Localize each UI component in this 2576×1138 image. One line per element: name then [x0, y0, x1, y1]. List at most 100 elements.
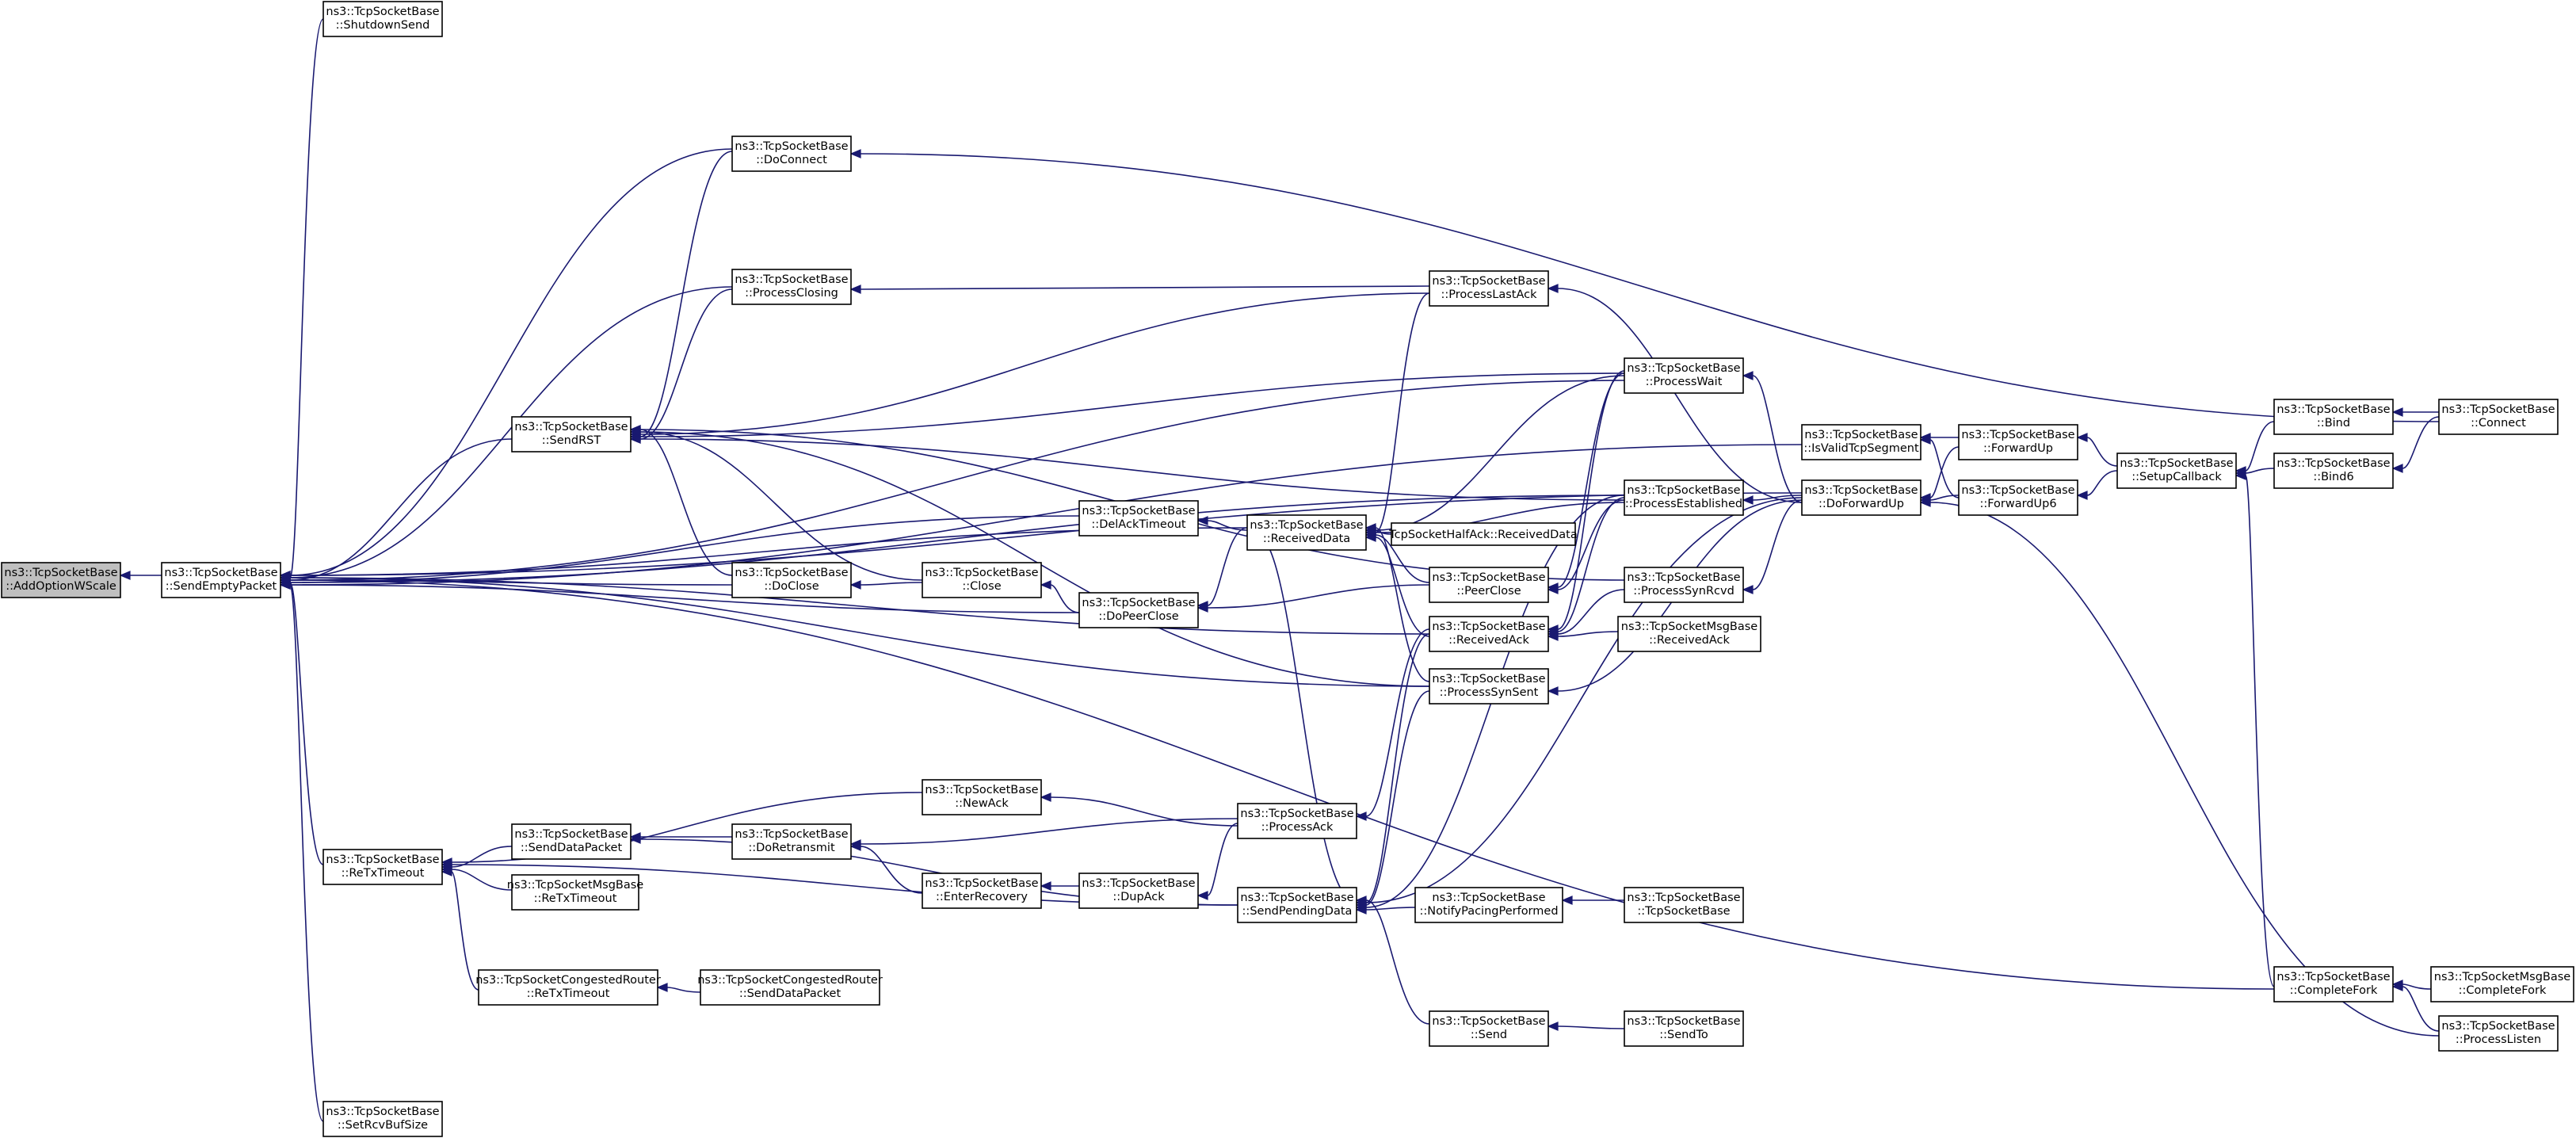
node-peer-close[interactable]: ns3::TcpSocketBase::PeerClose [1429, 567, 1549, 603]
node-label-line: ::ForwardUp [1983, 442, 2053, 455]
node-box [2116, 453, 2237, 489]
edge-close-to-do-close [849, 580, 923, 590]
node-label-line: ::DupAck [1112, 891, 1165, 903]
arrowhead-icon [1547, 284, 1559, 293]
edge-line [1557, 370, 1625, 630]
node-msg-received-ack[interactable]: ns3::TcpSocketMsgBase::ReceivedAck [1617, 616, 1761, 652]
node-complete-fork[interactable]: ns3::TcpSocketBase::CompleteFork [2273, 966, 2394, 1002]
node-do-close[interactable]: ns3::TcpSocketBase::DoClose [731, 562, 852, 598]
node-enter-recovery[interactable]: ns3::TcpSocketBase::EnterRecovery [922, 873, 1042, 909]
node-label-line: ns3::TcpSocketBase [925, 877, 1038, 890]
call-edges [119, 18, 2440, 1122]
node-process-closing[interactable]: ns3::TcpSocketBase::ProcessClosing [731, 269, 852, 305]
node-setup-callback[interactable]: ns3::TcpSocketBase::SetupCallback [2116, 453, 2237, 489]
edge-line [289, 515, 1080, 583]
node-add-option-w-scale[interactable]: ns3::TcpSocketBase::AddOptionWScale [1, 562, 121, 598]
node-re-tx-timeout[interactable]: ns3::TcpSocketBase::ReTxTimeout [322, 849, 443, 885]
arrowhead-icon [629, 434, 641, 444]
edge-line [2245, 468, 2275, 474]
edge-line [289, 584, 324, 1122]
node-box [1624, 357, 1744, 394]
node-process-established[interactable]: ns3::TcpSocketBase::ProcessEstablished [1624, 479, 1744, 516]
edge-line [1207, 823, 1238, 896]
edge-line [2402, 986, 2440, 1032]
node-shutdown-send[interactable]: ns3::TcpSocketBase::ShutdownSend [322, 1, 443, 37]
node-bind[interactable]: ns3::TcpSocketBase::Bind [2273, 399, 2394, 435]
node-box [2438, 399, 2559, 435]
node-received-data[interactable]: ns3::TcpSocketBase::ReceivedData [1246, 514, 1367, 551]
node-bind6[interactable]: ns3::TcpSocketBase::Bind6 [2273, 453, 2394, 489]
node-dup-ack[interactable]: ns3::TcpSocketBase::DupAck [1078, 873, 1199, 909]
node-send-empty-packet[interactable]: ns3::TcpSocketBase::SendEmptyPacket [161, 562, 281, 598]
edge-do-forward-up-to-send-pending-data [1355, 497, 1803, 907]
node-process-last-ack[interactable]: ns3::TcpSocketBase::ProcessLastAck [1429, 270, 1549, 307]
node-do-peer-close[interactable]: ns3::TcpSocketBase::DoPeerClose [1078, 592, 1199, 628]
node-is-valid-tcp-segment[interactable]: ns3::TcpSocketBase::IsValidTcpSegment [1801, 424, 1922, 460]
node-send-pending-data[interactable]: ns3::TcpSocketBase::SendPendingData [1237, 887, 1357, 923]
node-label-line: ns3::TcpSocketBase [735, 828, 848, 841]
node-process-ack[interactable]: ns3::TcpSocketBase::ProcessAck [1237, 803, 1357, 839]
node-do-connect[interactable]: ns3::TcpSocketBase::DoConnect [731, 136, 852, 172]
edge-line [1365, 690, 1430, 906]
node-msg-complete-fork[interactable]: ns3::TcpSocketMsgBase::CompleteFork [2430, 966, 2574, 1002]
node-label-line: ns3::TcpSocketBase [1804, 429, 1918, 441]
node-new-ack[interactable]: ns3::TcpSocketBase::NewAck [922, 779, 1042, 815]
node-label-line: ns3::TcpSocketBase [735, 140, 848, 153]
node-cong-send-data-packet[interactable]: ns3::TcpSocketCongestedRouter::SendDataP… [697, 969, 883, 1006]
node-label-line: ::ProcessWait [1646, 376, 1723, 388]
node-cong-re-tx-timeout[interactable]: ns3::TcpSocketCongestedRouter::ReTxTimeo… [475, 969, 661, 1006]
node-label-line: ::ProcessLastAck [1441, 288, 1537, 301]
node-forward-up6[interactable]: ns3::TcpSocketBase::ForwardUp6 [1958, 479, 2078, 516]
node-label-line: ::TcpSocketBase [1637, 905, 1730, 918]
node-label-line: ::SendEmptyPacket [166, 580, 277, 593]
node-del-ack-timeout[interactable]: ns3::TcpSocketBase::DelAckTimeout [1078, 500, 1199, 537]
edge-line [289, 444, 1803, 586]
node-do-retransmit[interactable]: ns3::TcpSocketBase::DoRetransmit [731, 823, 852, 860]
node-connect[interactable]: ns3::TcpSocketBase::Connect [2438, 399, 2559, 435]
node-box [1429, 668, 1549, 705]
node-box [1, 562, 121, 598]
node-half-ack-received-data[interactable]: TcpSocketHalfAck::ReceivedData [1388, 522, 1578, 546]
edge-line [860, 285, 1430, 290]
node-received-ack[interactable]: ns3::TcpSocketBase::ReceivedAck [1429, 616, 1549, 652]
node-close[interactable]: ns3::TcpSocketBase::Close [922, 562, 1042, 598]
node-send-data-packet[interactable]: ns3::TcpSocketBase::SendDataPacket [511, 823, 632, 860]
arrowhead-icon [1196, 891, 1208, 900]
edge-process-established-to-received-ack [1547, 497, 1625, 636]
node-forward-up[interactable]: ns3::TcpSocketBase::ForwardUp [1958, 424, 2078, 460]
node-send[interactable]: ns3::TcpSocketBase::Send [1429, 1010, 1549, 1047]
edge-close-to-send-rst [629, 427, 923, 581]
edge-line [639, 431, 1430, 687]
node-tcp-socket-base-ctor[interactable]: ns3::TcpSocketBase::TcpSocketBase [1624, 887, 1744, 923]
node-set-rcv-buf-size[interactable]: ns3::TcpSocketBase::SetRcvBufSize [322, 1101, 443, 1137]
node-msg-re-tx-timeout[interactable]: ns3::TcpSocketMsgBase::ReTxTimeout [507, 874, 644, 911]
node-label-line: ::ProcessAck [1261, 821, 1334, 834]
node-label-line: ns3::TcpSocketBase [164, 567, 277, 579]
arrowhead-icon [1040, 792, 1051, 802]
node-notify-pacing-performed[interactable]: ns3::TcpSocketBase::NotifyPacingPerforme… [1414, 887, 1563, 923]
node-process-syn-sent[interactable]: ns3::TcpSocketBase::ProcessSynSent [1429, 668, 1549, 705]
node-label-line: ::ProcessSynRcvd [1633, 585, 1735, 598]
arrowhead-icon [2391, 407, 2403, 417]
arrowhead-icon [629, 834, 641, 844]
node-process-wait[interactable]: ns3::TcpSocketBase::ProcessWait [1624, 357, 1744, 394]
arrowhead-icon [1547, 632, 1559, 641]
node-box [731, 136, 852, 172]
arrowhead-icon [279, 575, 291, 585]
arrowhead-icon [1742, 585, 1754, 594]
node-label-line: ::DoRetransmit [748, 842, 835, 854]
node-label-line: ns3::TcpSocketBase [1082, 505, 1195, 517]
node-do-forward-up[interactable]: ns3::TcpSocketBase::DoForwardUp [1801, 479, 1922, 516]
node-label-line: ::IsValidTcpSegment [1803, 442, 1919, 455]
node-box [1801, 479, 1922, 516]
node-send-to[interactable]: ns3::TcpSocketBase::SendTo [1624, 1010, 1744, 1047]
edge-received-ack-to-send-pending-data [1355, 633, 1430, 907]
arrowhead-icon [441, 860, 452, 869]
arrowhead-icon [1355, 905, 1367, 915]
node-process-syn-rcvd[interactable]: ns3::TcpSocketBase::ProcessSynRcvd [1624, 567, 1744, 603]
node-process-listen[interactable]: ns3::TcpSocketBase::ProcessListen [2438, 1015, 2559, 1052]
edge-dup-ack-to-enter-recovery [1040, 881, 1080, 891]
edge-line [289, 577, 1430, 635]
node-send-rst[interactable]: ns3::TcpSocketBase::SendRST [511, 416, 632, 453]
